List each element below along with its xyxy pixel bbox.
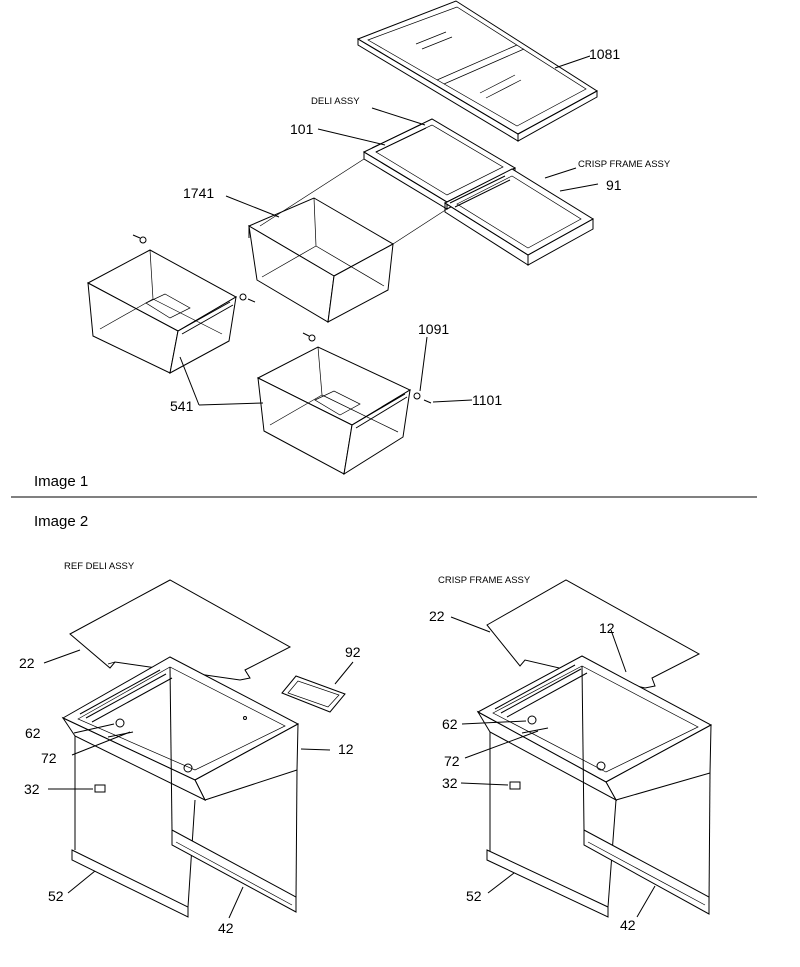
callout-1101: 1101 [472, 392, 502, 408]
crisp-pan-part [476, 655, 713, 918]
callout-541: 541 [170, 398, 194, 414]
deli-handle-part [281, 675, 346, 713]
crisper-drawer-left-part [86, 234, 256, 374]
left-callout-22: 22 [19, 655, 35, 671]
callout-91: 91 [606, 177, 622, 193]
left-leaders [43, 649, 354, 919]
ref-deli-assy-label: REF DELI ASSY [64, 561, 135, 572]
deli-cover-part [69, 579, 292, 681]
right-leaders [450, 616, 656, 918]
right-callout-12: 12 [599, 620, 615, 636]
right-small-parts [509, 715, 549, 790]
right-callout-52: 52 [466, 888, 482, 904]
left-callout-32: 32 [24, 781, 40, 797]
right-callout-72: 72 [444, 753, 460, 769]
image2-section-title: Image 2 [34, 513, 88, 530]
left-callout-92: 92 [345, 644, 361, 660]
callout-1081: 1081 [589, 46, 620, 62]
pan-drawer-part [247, 197, 395, 323]
crisp-frame-part [443, 168, 594, 266]
crisp-cover-part [486, 579, 701, 689]
crisp-frame-assy-label: CRISP FRAME ASSY [578, 159, 671, 170]
left-callout-12: 12 [338, 741, 354, 757]
crisper-drawer-right-part [256, 332, 432, 476]
image1-leaders [179, 55, 599, 406]
callout-1741: 1741 [183, 185, 214, 201]
right-callout-32: 32 [442, 775, 458, 791]
right-callout-22: 22 [429, 608, 445, 624]
left-callout-52: 52 [48, 888, 64, 904]
right-callout-62: 62 [442, 716, 458, 732]
glass-shelf-part [356, 0, 598, 142]
callout-1091: 1091 [418, 321, 449, 337]
callout-101: 101 [290, 121, 314, 137]
left-callout-62: 62 [25, 725, 41, 741]
crisp-frame-assy-label-2: CRISP FRAME ASSY [438, 575, 531, 586]
deli-pan-part [61, 656, 300, 918]
left-callout-42: 42 [218, 920, 234, 936]
left-callout-72: 72 [41, 750, 57, 766]
right-callout-42: 42 [620, 917, 636, 933]
deli-assy-label: DELI ASSY [311, 96, 360, 107]
image1-section-title: Image 1 [34, 473, 88, 490]
